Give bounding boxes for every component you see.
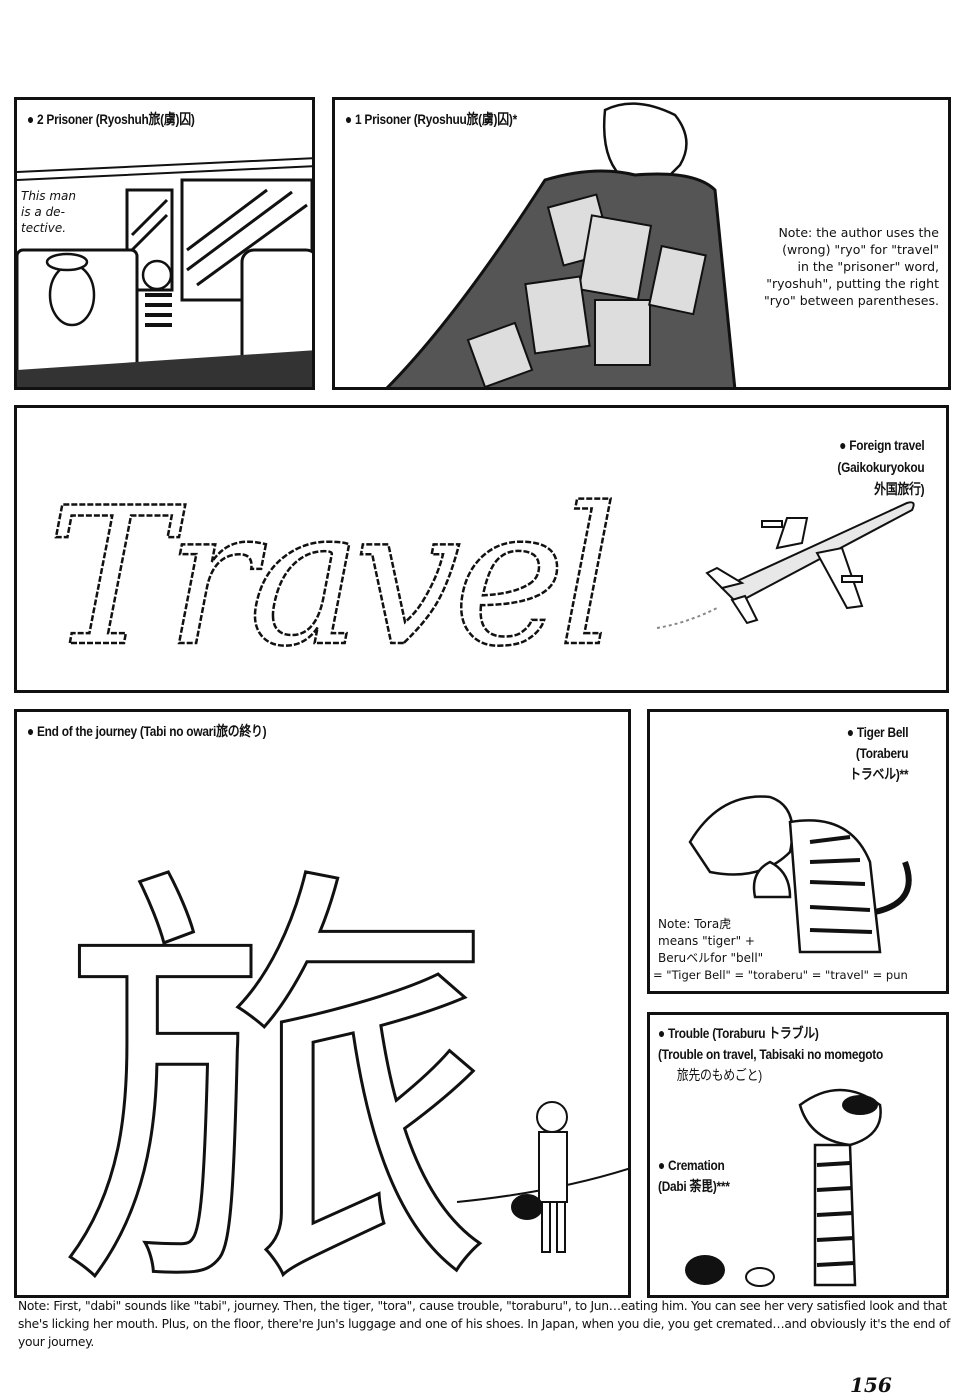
panel-label: ● Trouble (Toraburu トラブル) (Trouble on tr…	[658, 1023, 883, 1086]
train-scene-illustration	[17, 157, 312, 387]
airplane	[705, 501, 915, 625]
tiger-licking-illustration	[685, 1088, 882, 1287]
cremation-label: ● Cremation (Dabi 荼毘)***	[658, 1155, 730, 1197]
footer-translator-note: Note: First, "dabi" sounds like "tabi", …	[18, 1299, 951, 1349]
panel-foreign-travel: Travel ● Foreign travel (Gaikokuryokou 外…	[14, 405, 949, 693]
panel-trouble-cremation: ● Trouble (Toraburu トラブル) (Trouble on tr…	[647, 1012, 949, 1298]
tabi-kanji-illustration: 旅	[56, 833, 628, 1298]
tiger-with-bell-illustration	[688, 795, 912, 954]
luggage	[685, 1255, 725, 1285]
stamp-cloak-character-illustration	[385, 102, 737, 387]
shoe	[745, 1267, 775, 1287]
caption: This man is a de- tective.	[21, 189, 76, 235]
tabi-kanji: 旅	[57, 834, 497, 1298]
translator-note: Note: Tora虎 means "tiger" + Beruベルfor "b…	[653, 917, 908, 982]
panel-prisoner-1: ● 1 Prisoner (Ryoshuu旅(虜)囚)* Note: the a…	[332, 97, 951, 390]
panel-label: ● Foreign travel (Gaikokuryokou 外国旅行)	[836, 434, 924, 500]
translator-note: Note: the author uses the (wrong) "ryo" …	[764, 225, 939, 308]
panel-label: ● End of the journey (Tabi no owari旅の終り)	[27, 722, 267, 740]
panel-prisoner-2: ● 2 Prisoner (Ryoshuh旅(虜)囚) This man is …	[14, 97, 315, 390]
panel-label: ● 2 Prisoner (Ryoshuh旅(虜)囚)	[27, 110, 195, 128]
airplane-smoke-travel-illustration: Travel	[46, 466, 915, 689]
page-number: 156	[850, 1373, 892, 1397]
smoke-travel-word: Travel	[47, 467, 611, 688]
panel-end-of-journey: 旅 ● End of the journey (Tabi no owari旅の終…	[14, 709, 631, 1298]
jun-character	[511, 1101, 568, 1253]
panel-label: ● 1 Prisoner (Ryoshuu旅(虜)囚)*	[345, 110, 517, 128]
panel-tiger-bell: ● Tiger Bell (Toraberu トラベル)** Note: Tor…	[647, 709, 949, 994]
panel-label: ● Tiger Bell (Toraberu トラベル)**	[846, 722, 908, 785]
